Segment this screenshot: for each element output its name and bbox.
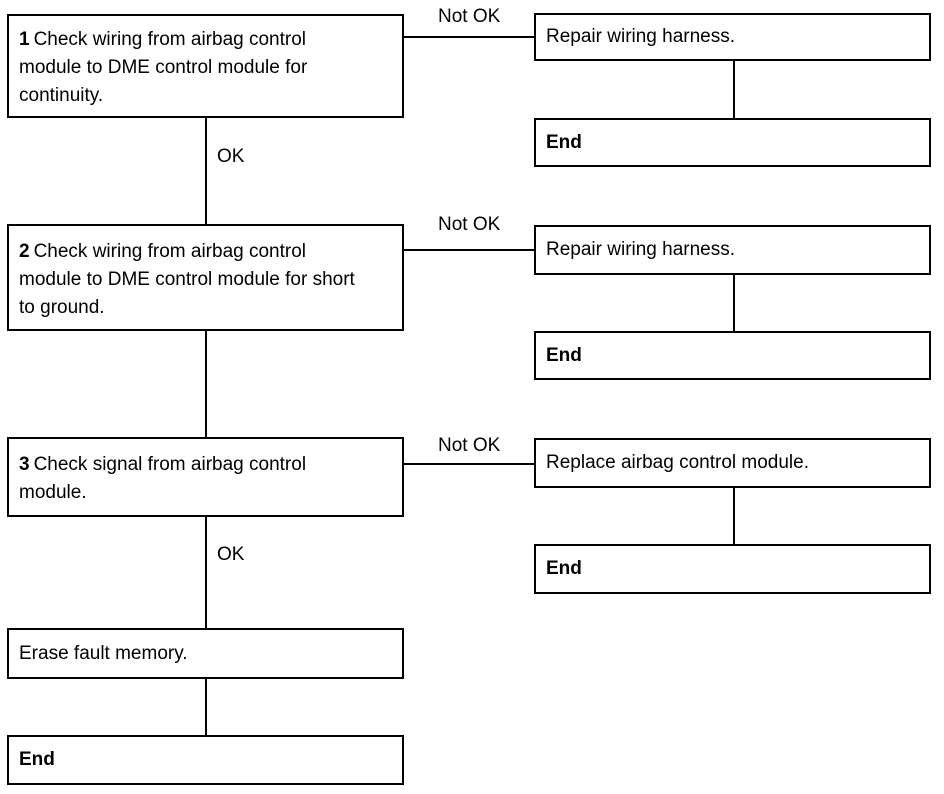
final-step-box: Erase fault memory. [7,628,404,679]
connector-3-notok [402,463,536,465]
connector-action2-end [733,273,735,333]
final-step-text: Erase fault memory. [19,642,188,664]
action-2-end-text: End [546,344,582,366]
final-end-text: End [19,749,55,770]
action-3-end-box: End [534,544,931,594]
connector-2-notok [402,249,536,251]
ok-label-3: OK [217,544,245,565]
step-3-line-2: module. [19,482,87,503]
action-1-end-box: End [534,118,931,167]
not-ok-label-3: Not OK [438,435,501,456]
step-2-line-2: module to DME control module for short [19,269,355,290]
step-1-number: 1 [19,29,30,50]
connector-1-notok [402,36,536,38]
action-2-text: Repair wiring harness. [546,239,736,260]
connector-1-2 [205,117,207,226]
action-1-end-text: End [546,131,582,153]
connector-final-end [205,677,207,737]
final-end-box: End [7,735,404,785]
step-2-number: 2 [19,241,30,262]
not-ok-label-1: Not OK [438,6,501,27]
action-3-text: Replace airbag control module. [546,452,809,473]
connector-2-3 [205,329,207,439]
step-1-line-3: continuity. [19,85,104,106]
connector-3-final [205,515,207,630]
action-3-box: Replace airbag control module. [534,438,931,488]
step-2-line-3: to ground. [19,297,105,318]
connector-action3-end [733,486,735,546]
action-1-box: Repair wiring harness. [534,13,931,61]
ok-label-1: OK [217,146,245,167]
not-ok-label-2: Not OK [438,214,501,235]
action-2-box: Repair wiring harness. [534,225,931,275]
connector-action1-end [733,60,735,120]
action-1-text: Repair wiring harness. [546,26,736,47]
step-1-line-2: module to DME control module for [19,57,308,78]
step-3-number: 3 [19,454,30,475]
action-3-end-text: End [546,558,582,579]
action-2-end-box: End [534,331,931,380]
